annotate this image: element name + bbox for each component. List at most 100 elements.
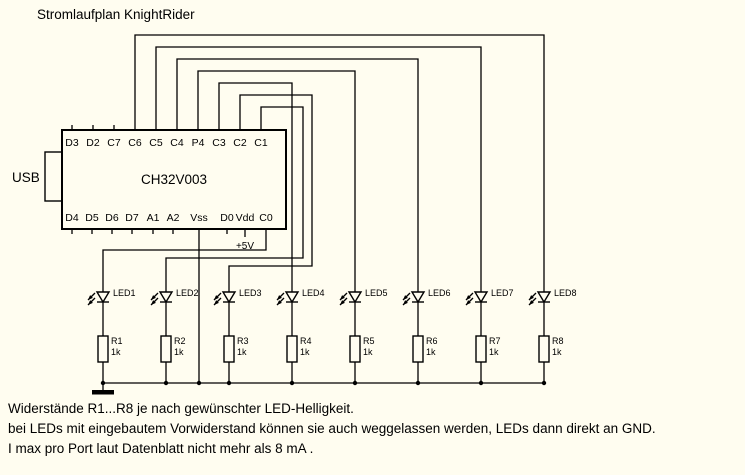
pin-label: D3 [65, 137, 79, 149]
resistor-icon [412, 335, 424, 363]
pin-label: D0 [220, 212, 234, 224]
junction-dot [196, 380, 202, 386]
junction-dot [478, 380, 484, 386]
junction-dot [289, 380, 295, 386]
led-label: LED4 [302, 288, 325, 298]
wire-c5-led7 [155, 46, 482, 292]
resistor-icon [286, 335, 298, 363]
junction-dot [226, 380, 232, 386]
pin-label: D4 [65, 212, 79, 224]
resistor-value: 1k [174, 347, 184, 357]
led-channel-6: LED6 R6 1k [402, 288, 451, 386]
pin-label: A1 [147, 212, 160, 224]
led-label: LED1 [113, 288, 136, 298]
wire-c3-led4 [218, 82, 293, 292]
led-channel-8: LED8 R8 1k [528, 288, 577, 386]
pin-label: C2 [233, 137, 247, 149]
led-label: LED8 [554, 288, 577, 298]
led-label: LED5 [365, 288, 388, 298]
pin-label: D5 [85, 212, 99, 224]
wire-c2-led3 [228, 94, 313, 292]
led-label: LED6 [428, 288, 451, 298]
led-icon [213, 291, 236, 306]
page-title: Stromlaufplan KnightRider [37, 7, 195, 22]
pin-label: C6 [128, 137, 142, 149]
led-icon [465, 291, 488, 306]
led-channel-3: LED3 R3 1k [213, 288, 262, 386]
wiring [71, 34, 545, 386]
resistor-label: R1 [111, 336, 123, 346]
resistor-label: R4 [300, 336, 312, 346]
resistor-value: 1k [489, 347, 499, 357]
junction-dot [541, 380, 547, 386]
note-line: Widerstände R1...R8 je nach gewünschter … [8, 401, 354, 416]
gnd-icon [92, 390, 114, 395]
pin-label: D6 [105, 212, 119, 224]
led-icon [339, 291, 362, 306]
resistor-label: R6 [426, 336, 438, 346]
junction-dot [415, 380, 421, 386]
usb-connector: USB [12, 151, 63, 202]
resistor-value: 1k [426, 347, 436, 357]
ic-top-pin-labels: D3 D2 C7 C6 C5 C4 P4 C3 C2 C1 [65, 137, 268, 149]
wire-p4-led5 [197, 70, 356, 292]
resistor-value: 1k [300, 347, 310, 357]
resistor-label: R2 [174, 336, 186, 346]
wire-c0-led1 [102, 229, 267, 292]
resistor-value: 1k [237, 347, 247, 357]
led-icon [150, 291, 173, 306]
resistor-icon [160, 335, 172, 363]
pin-label: Vdd [236, 212, 255, 224]
resistor-label: R8 [552, 336, 564, 346]
led-icon [276, 291, 299, 306]
led-icon [528, 291, 551, 306]
usb-body [44, 151, 63, 202]
resistor-icon [475, 335, 487, 363]
pin-label: D2 [86, 137, 100, 149]
resistor-icon [97, 335, 109, 363]
wire-c6-led8 [134, 34, 545, 292]
ic-bottom-pin-labels: D4 D5 D6 D7 A1 A2 Vss D0 Vdd C0 [65, 212, 273, 224]
resistor-value: 1k [111, 347, 121, 357]
note-line: bei LEDs mit eingebautem Vorwiderstand k… [8, 421, 656, 436]
usb-label: USB [12, 170, 40, 185]
pin-label: C5 [149, 137, 163, 149]
resistor-label: R3 [237, 336, 249, 346]
pin-label: D7 [125, 212, 139, 224]
led-icon [87, 291, 110, 306]
unused-pin-stubs [71, 125, 228, 234]
gnd-symbol [92, 383, 114, 395]
pin-label: C0 [259, 212, 273, 224]
pin-label: P4 [192, 137, 205, 149]
led-label: LED3 [239, 288, 262, 298]
resistor-icon [349, 335, 361, 363]
resistor-label: R7 [489, 336, 501, 346]
led-channel-1: LED1 R1 1k [87, 288, 136, 386]
wire-c4-led6 [176, 58, 419, 292]
note-line: I max pro Port laut Datenblatt nicht meh… [8, 441, 313, 456]
led-channel-4: LED4 R4 1k [276, 288, 325, 386]
power-label: +5V [236, 241, 254, 252]
resistor-icon [538, 335, 550, 363]
mcu: CH32V003 D3 D2 C7 C6 C5 C4 P4 C3 C2 C1 D… [61, 129, 287, 230]
resistor-value: 1k [363, 347, 373, 357]
resistor-label: R5 [363, 336, 375, 346]
pin-label: A2 [167, 212, 180, 224]
resistor-value: 1k [552, 347, 562, 357]
led-label: LED7 [491, 288, 514, 298]
led-icon [402, 291, 425, 306]
wire-c1-led2 [165, 106, 304, 292]
ic-label: CH32V003 [141, 172, 207, 187]
notes: Widerstände R1...R8 je nach gewünschter … [8, 401, 656, 456]
pin-label: C3 [212, 137, 226, 149]
pin-label: C7 [107, 137, 121, 149]
junction-dot [352, 380, 358, 386]
led-channel-7: LED7 R7 1k [465, 288, 514, 386]
led-label: LED2 [176, 288, 199, 298]
led-channel-5: LED5 R5 1k [339, 288, 388, 386]
pin-label: C4 [170, 137, 184, 149]
led-channel-2: LED2 R2 1k [150, 288, 199, 386]
resistor-icon [223, 335, 235, 363]
junction-dot [163, 380, 169, 386]
